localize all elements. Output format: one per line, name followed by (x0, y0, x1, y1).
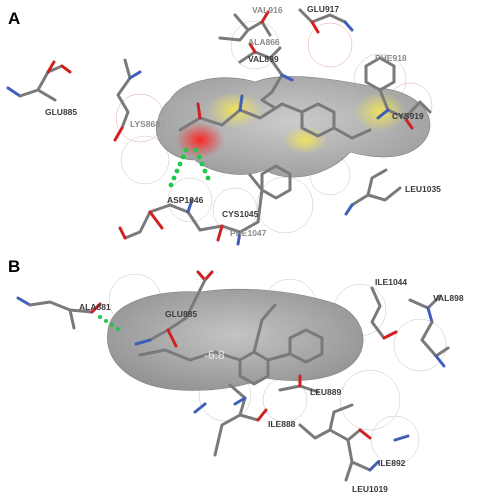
label-val916: VAL916 (252, 5, 283, 15)
label-glu885: GLU885 (45, 107, 77, 117)
panel-a-letter: A (8, 9, 20, 28)
label-ile892: ILE892 (378, 458, 406, 468)
label-phe918: PHE918 (375, 53, 407, 63)
binding-score: -6.8 (204, 348, 225, 362)
label-cys1045: CYS1045 (222, 209, 259, 219)
residue-labels-a: VAL916 GLU917 ALA866 VAL899 PHE918 GLU88… (45, 4, 441, 238)
label-ile888: ILE888 (268, 419, 296, 429)
label-leu1019: LEU1019 (352, 484, 388, 494)
label-glu885-b: GLU885 (165, 309, 197, 319)
label-asp1046: ASP1046 (167, 195, 204, 205)
panel-b: B (8, 257, 464, 494)
hbonds-b (98, 315, 120, 331)
residue-sticks-a (6, 8, 432, 246)
label-leu889: LEU889 (310, 387, 341, 397)
label-lys868: LYS868 (130, 119, 160, 129)
hbonds-a (168, 147, 211, 188)
panel-a: A (6, 4, 441, 246)
residue-sticks-b (16, 270, 450, 482)
ligand-surface-a (156, 76, 431, 178)
panel-b-letter: B (8, 257, 20, 276)
label-glu917: GLU917 (307, 4, 339, 14)
label-ala866: ALA866 (248, 37, 280, 47)
label-ile1044: ILE1044 (375, 277, 407, 287)
label-cys919: CYS919 (392, 111, 424, 121)
label-val899: VAL899 (248, 54, 279, 64)
label-leu1035: LEU1035 (405, 184, 441, 194)
label-phe1047: PHE1047 (230, 228, 267, 238)
label-ala881: ALA881 (79, 302, 111, 312)
residue-labels-b: ILE1044 ALA881 VAL898 GLU885 LEU889 ILE8… (79, 277, 464, 494)
label-val898: VAL898 (433, 293, 464, 303)
